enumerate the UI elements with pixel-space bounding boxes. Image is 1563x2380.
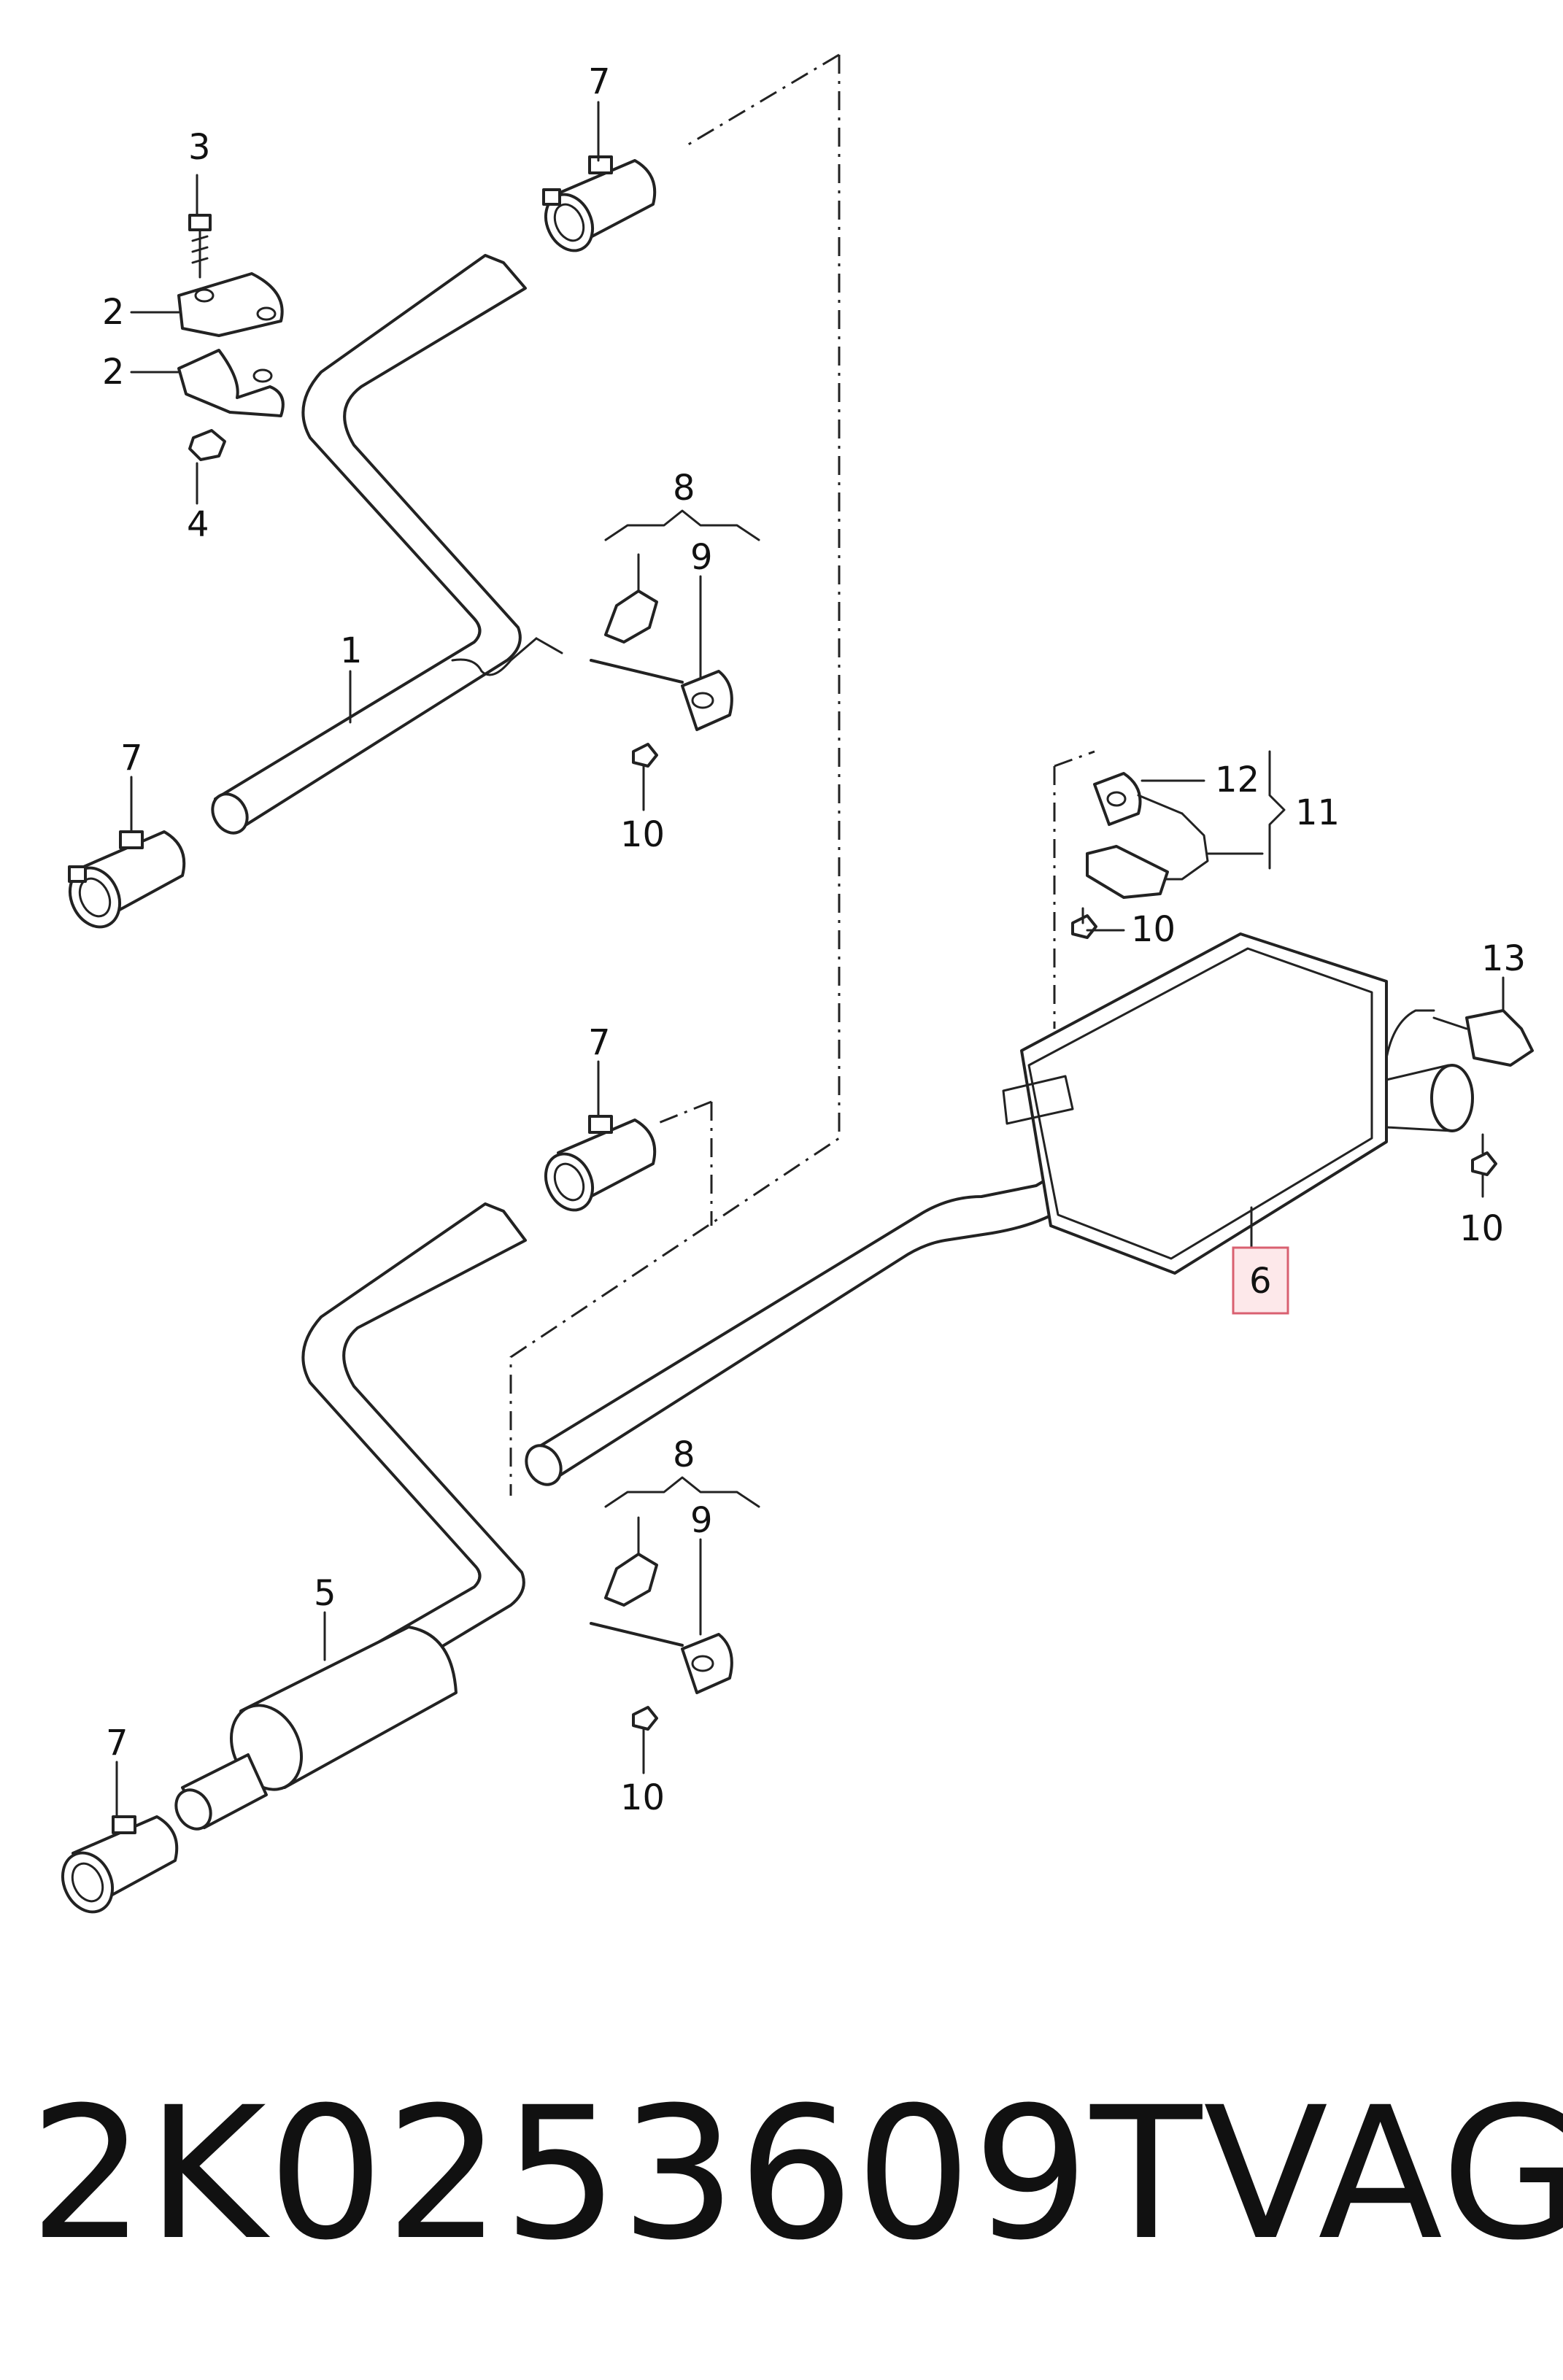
clamp-7-middle[interactable] — [537, 1115, 657, 1218]
bracket-half-2-upper[interactable] — [177, 272, 284, 337]
rear-muffler-6[interactable] — [1002, 932, 1474, 1275]
hanger-bracket-13[interactable] — [1432, 1009, 1534, 1067]
callout-10c: 10 — [1459, 1208, 1504, 1249]
hanger-bracket-8-upper[interactable] — [590, 590, 684, 684]
callout-10a: 10 — [620, 814, 665, 855]
callout-2a: 2 — [102, 292, 125, 333]
bracket-half-2-lower[interactable] — [177, 349, 285, 417]
callout-2b: 2 — [102, 352, 125, 393]
reference-lines — [509, 53, 1095, 1496]
part-number: 2K0253609T — [29, 2068, 1204, 2280]
callout-6: 6 — [1249, 1261, 1272, 1302]
bolt-10-lower[interactable] — [632, 1706, 658, 1756]
callout-13: 13 — [1481, 938, 1526, 979]
callout-7d: 7 — [106, 1723, 128, 1763]
rubber-mount-9-lower[interactable] — [681, 1633, 733, 1694]
clamp-7-upper-left[interactable] — [61, 830, 186, 935]
callout-11: 11 — [1295, 792, 1340, 833]
bolt-3[interactable] — [188, 214, 212, 279]
center-muffler-5[interactable] — [169, 1626, 458, 1835]
callout-7c: 7 — [588, 1022, 611, 1063]
callout-8a: 8 — [673, 468, 695, 509]
callout-1: 1 — [340, 630, 363, 671]
front-pipe-lower[interactable] — [301, 1202, 527, 1672]
callout-12: 12 — [1215, 760, 1259, 800]
clamp-7-upper-right[interactable] — [537, 155, 657, 258]
leader-lines — [115, 101, 1505, 1818]
callout-10d: 10 — [620, 1777, 665, 1818]
callout-5: 5 — [314, 1573, 336, 1614]
rear-pipe[interactable] — [520, 1159, 1125, 1491]
brand-name: VAG — [1203, 2068, 1563, 2280]
item-6-highlight — [1232, 1246, 1289, 1315]
nut-4[interactable] — [188, 429, 226, 461]
callout-8b: 8 — [673, 1434, 695, 1475]
bolt-10-upper[interactable] — [632, 743, 658, 793]
front-pipe[interactable] — [206, 254, 563, 839]
callout-9a: 9 — [690, 537, 713, 578]
clamp-7-lower-left[interactable] — [53, 1815, 179, 1920]
callout-9b: 9 — [690, 1500, 713, 1541]
bolt-10-far-rear[interactable] — [1471, 1133, 1497, 1176]
callout-7a: 7 — [588, 61, 611, 102]
callout-labels: 7 3 2 2 4 8 9 1 7 10 12 11 10 13 7 10 6 … — [102, 61, 1526, 1818]
callout-3: 3 — [188, 127, 211, 168]
rubber-mount-9-upper[interactable] — [681, 670, 733, 731]
callout-7b: 7 — [120, 738, 143, 778]
callout-10b: 10 — [1131, 909, 1176, 950]
hanger-bracket-11[interactable] — [1086, 845, 1169, 899]
hanger-bracket-8-lower[interactable] — [590, 1553, 684, 1647]
callout-4: 4 — [187, 504, 209, 545]
bolt-10-rear[interactable] — [1071, 907, 1097, 939]
part-caption: 2K0253609T VAG — [29, 2065, 1563, 2284]
rubber-mount-12[interactable] — [1093, 772, 1209, 881]
